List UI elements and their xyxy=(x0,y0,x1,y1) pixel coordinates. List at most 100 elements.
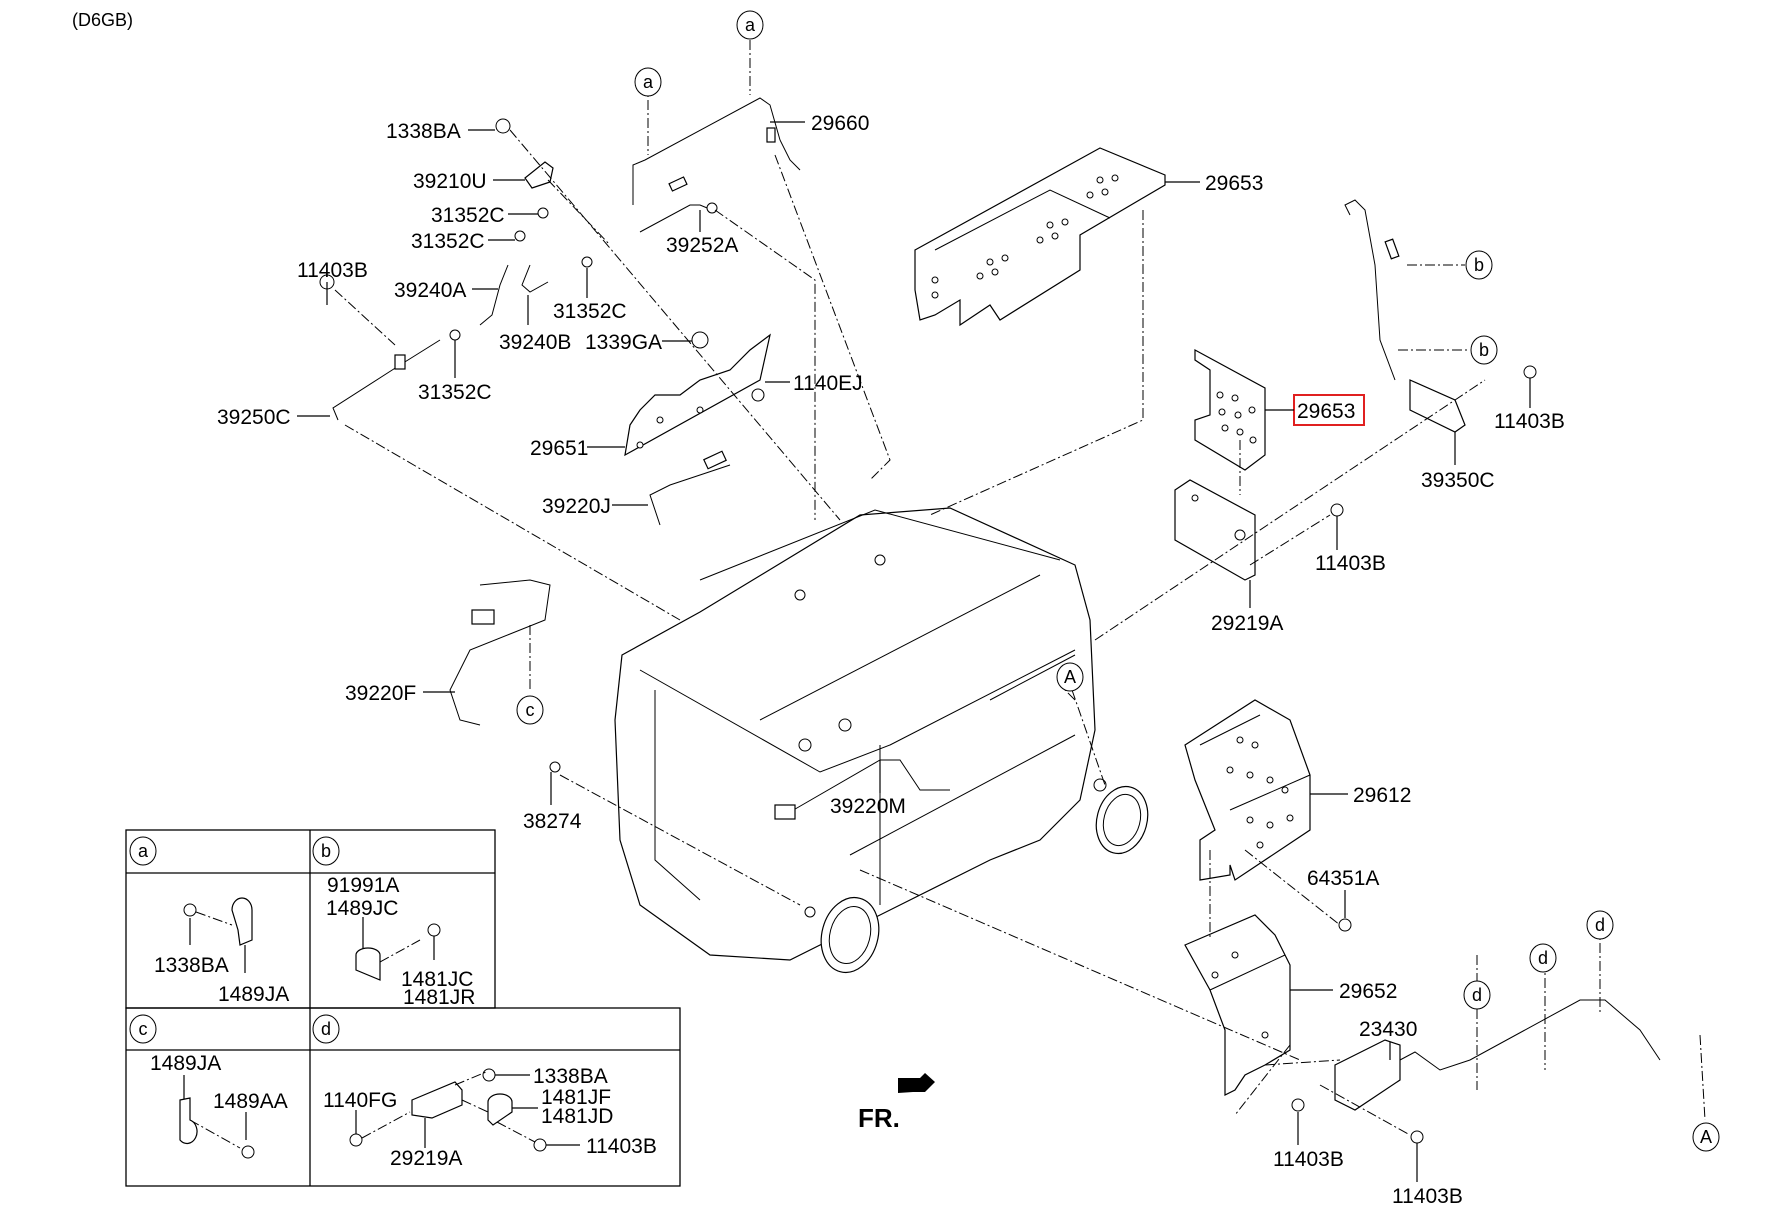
legend-cell-d: d 1338BA 1481JF 1481JD 1140FG 29219A 114… xyxy=(312,1014,657,1170)
nut-1338BA-icon xyxy=(495,118,511,134)
temp-sensor-39220J[interactable] xyxy=(649,450,731,526)
svg-text:1481JR: 1481JR xyxy=(403,986,475,1009)
label-31352C-c[interactable]: 31352C xyxy=(553,268,627,323)
callout-a-top[interactable]: a xyxy=(736,10,764,40)
label-39240A[interactable]: 39240A xyxy=(394,279,498,302)
bracket-icon xyxy=(411,1081,463,1119)
label-39220J[interactable]: 39220J xyxy=(542,495,648,518)
legend-cell-c: c 1489JA 1489AA xyxy=(129,1014,288,1159)
svg-text:39220F: 39220F xyxy=(345,682,416,705)
svg-text:d: d xyxy=(1538,948,1548,968)
svg-text:1140FG: 1140FG xyxy=(323,1089,397,1112)
bracket-29651[interactable] xyxy=(624,333,771,457)
bolt-11403B-icon xyxy=(1410,1130,1424,1144)
label-31352C-b[interactable]: 31352C xyxy=(411,230,515,253)
nox-sensor-module-23430[interactable] xyxy=(1334,999,1661,1111)
svg-text:39210U: 39210U xyxy=(413,170,487,193)
label-38274[interactable]: 38274 xyxy=(523,772,582,833)
label-29652[interactable]: 29652 xyxy=(1290,980,1397,1003)
clamp-icon xyxy=(231,897,253,946)
callout-a-left[interactable]: a xyxy=(634,67,662,97)
label-29651[interactable]: 29651 xyxy=(530,437,625,460)
label-29612[interactable]: 29612 xyxy=(1310,784,1411,807)
svg-text:d: d xyxy=(1595,915,1605,935)
heat-shield-29653-upper[interactable] xyxy=(914,147,1166,327)
svg-text:1481JF: 1481JF xyxy=(541,1086,611,1109)
svg-text:1338BA: 1338BA xyxy=(533,1065,608,1088)
legend-callout-a xyxy=(129,836,157,866)
label-29653-highlighted[interactable]: 29653 xyxy=(1265,394,1365,426)
label-39210U[interactable]: 39210U xyxy=(413,170,525,193)
bracket-29219A[interactable] xyxy=(1174,479,1256,581)
label-39350C[interactable]: 39350C xyxy=(1421,432,1495,492)
part-labels: 1338BA 39210U 31352C 31352C 11403B 39240… xyxy=(217,112,1565,1208)
svg-text:29653: 29653 xyxy=(1297,400,1355,423)
svg-text:c: c xyxy=(526,700,535,720)
clamp-31352C-icon xyxy=(514,230,526,242)
pressure-tube-29660[interactable] xyxy=(632,97,801,205)
label-29653-top[interactable]: 29653 xyxy=(1165,172,1263,195)
callout-b-lower[interactable]: b xyxy=(1470,335,1498,365)
clamp-icon xyxy=(355,947,381,981)
callout-b-upper[interactable]: b xyxy=(1465,250,1493,280)
clamp-31352C-icon xyxy=(581,256,593,268)
pressure-hose-39252A[interactable] xyxy=(639,202,718,233)
label-39240B[interactable]: 39240B xyxy=(499,295,571,354)
heat-shield-29612[interactable] xyxy=(1184,699,1311,881)
label-29219A[interactable]: 29219A xyxy=(1211,580,1283,635)
sensor-39350C[interactable] xyxy=(1344,199,1466,433)
bracket-29652[interactable] xyxy=(1184,914,1291,1096)
label-1338BA-top[interactable]: 1338BA xyxy=(386,120,495,143)
svg-text:a: a xyxy=(745,15,756,35)
callout-d-2[interactable]: d xyxy=(1529,943,1557,973)
label-31352C-a[interactable]: 31352C xyxy=(431,204,538,227)
svg-text:64351A: 64351A xyxy=(1307,867,1379,890)
label-11403B-right-mid[interactable]: 11403B xyxy=(1315,516,1386,575)
svg-text:11403B: 11403B xyxy=(297,259,368,282)
svg-text:a: a xyxy=(138,841,149,861)
callout-d-3[interactable]: d xyxy=(1586,910,1614,940)
dpf-converter-body xyxy=(614,507,1149,974)
svg-text:29219A: 29219A xyxy=(1211,612,1283,635)
callout-A-body[interactable]: A xyxy=(1056,662,1084,692)
nut-icon xyxy=(482,1068,496,1082)
label-1140EJ[interactable]: 1140EJ xyxy=(765,372,863,395)
svg-text:A: A xyxy=(1064,667,1076,687)
svg-text:29653: 29653 xyxy=(1205,172,1263,195)
hose-39240A[interactable] xyxy=(479,264,509,326)
label-11403B-bottom-left[interactable]: 11403B xyxy=(1273,1112,1344,1171)
callout-A-sensor[interactable]: A xyxy=(1692,1122,1720,1152)
heat-shield-29653-lower[interactable] xyxy=(1194,348,1266,471)
label-23430[interactable]: 23430 xyxy=(1359,1018,1417,1060)
pipe-39250C[interactable] xyxy=(332,339,441,421)
temp-sensor-39220M[interactable] xyxy=(774,759,950,820)
svg-text:29651: 29651 xyxy=(530,437,588,460)
callout-d-1[interactable]: d xyxy=(1463,980,1491,1010)
label-11403B-left[interactable]: 11403B xyxy=(297,259,368,305)
label-39252A[interactable]: 39252A xyxy=(666,210,738,257)
hose-39240B[interactable] xyxy=(521,264,549,293)
bolt-64351A-icon xyxy=(1338,918,1352,932)
svg-text:1489JA: 1489JA xyxy=(218,983,289,1006)
label-11403B-right-top[interactable]: 11403B xyxy=(1494,378,1565,433)
label-1339GA[interactable]: 1339GA xyxy=(585,331,692,354)
label-11403B-bottom-right[interactable]: 11403B xyxy=(1392,1143,1463,1208)
label-39220M[interactable]: 39220M xyxy=(830,760,906,818)
svg-text:31352C: 31352C xyxy=(411,230,485,253)
svg-text:39350C: 39350C xyxy=(1421,469,1495,492)
label-29660[interactable]: 29660 xyxy=(770,112,869,135)
svg-text:31352C: 31352C xyxy=(431,204,505,227)
label-31352C-d[interactable]: 31352C xyxy=(418,340,492,404)
svg-text:d: d xyxy=(321,1019,331,1039)
callout-c[interactable]: c xyxy=(516,695,544,725)
svg-text:39240A: 39240A xyxy=(394,279,466,302)
svg-text:38274: 38274 xyxy=(523,810,582,833)
label-39220F[interactable]: 39220F xyxy=(345,682,455,705)
pressure-sensor-39210U[interactable] xyxy=(524,161,554,189)
label-39250C[interactable]: 39250C xyxy=(217,406,330,429)
svg-text:1338BA: 1338BA xyxy=(386,120,461,143)
label-64351A[interactable]: 64351A xyxy=(1307,867,1379,918)
temp-sensor-39220F[interactable] xyxy=(449,579,551,726)
bolt-icon xyxy=(241,1145,255,1159)
